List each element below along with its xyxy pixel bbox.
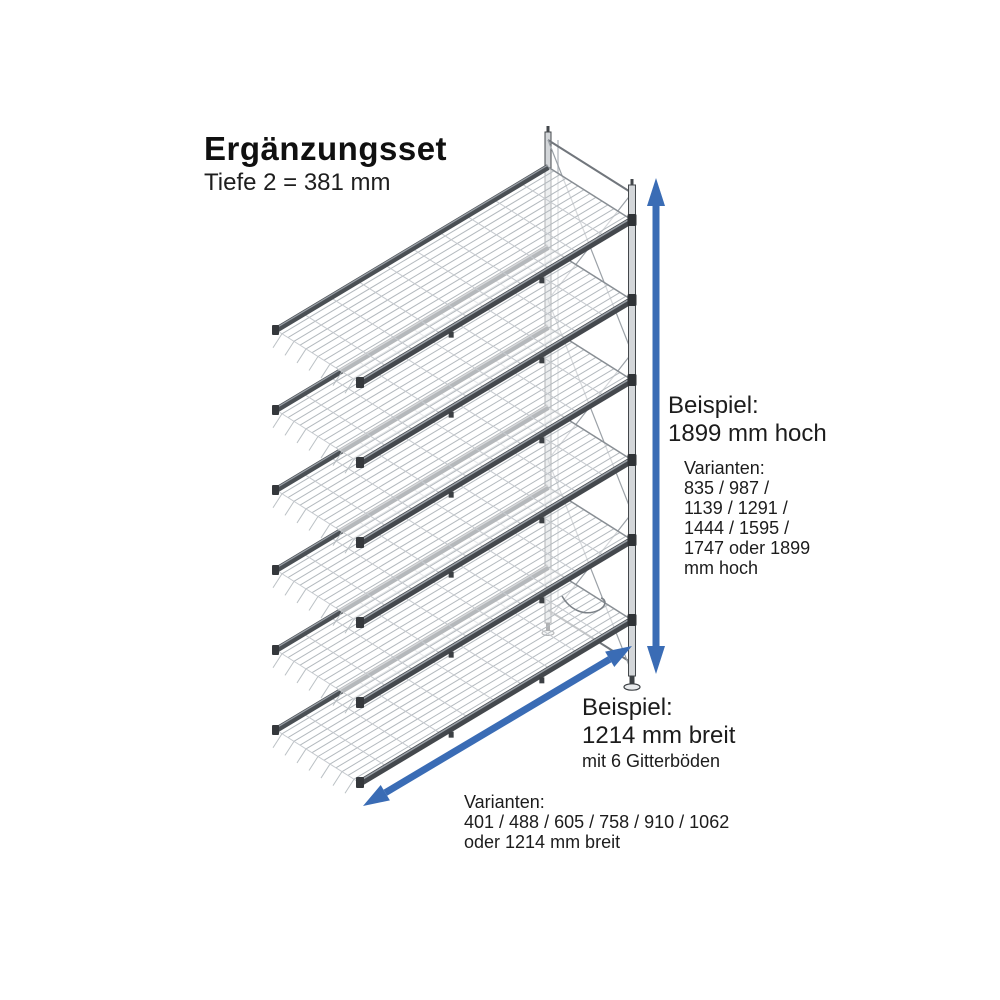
width-variants-label: Varianten: xyxy=(464,792,545,812)
height-variants-line: 1444 / 1595 / xyxy=(684,518,790,538)
width-example-value: 1214 mm breit xyxy=(582,722,736,749)
shelf-count-label: mit 6 Gitterböden xyxy=(582,751,721,771)
width-annotation: Beispiel: 1214 mm breit mit 6 Gitterböde… xyxy=(582,694,735,772)
height-variants-line: 1747 oder 1899 xyxy=(684,538,811,558)
height-variants-line: 835 / 987 / xyxy=(684,478,770,498)
width-example-label: Beispiel: xyxy=(582,694,673,721)
height-variants-line: mm hoch xyxy=(684,558,759,578)
height-variants: Varianten: 835 / 987 / 1139 / 1291 / 144… xyxy=(684,458,827,578)
height-variants-label: Varianten: xyxy=(684,458,765,478)
height-example-value: 1899 mm hoch xyxy=(668,420,827,447)
height-example-label: Beispiel: xyxy=(668,392,759,419)
height-annotation: Beispiel: 1899 mm hoch Varianten: 835 / … xyxy=(668,392,827,578)
page-title: Ergänzungsset xyxy=(204,130,448,167)
width-variants-line: 401 / 488 / 605 / 758 / 910 / 1062 xyxy=(464,812,730,832)
width-variants-line: oder 1214 mm breit xyxy=(464,832,621,852)
width-variants: Varianten: 401 / 488 / 605 / 758 / 910 /… xyxy=(464,792,729,852)
height-variants-line: 1139 / 1291 / xyxy=(684,498,788,518)
depth-dimension-label: Tiefe 2 = 381 mm xyxy=(204,169,391,196)
